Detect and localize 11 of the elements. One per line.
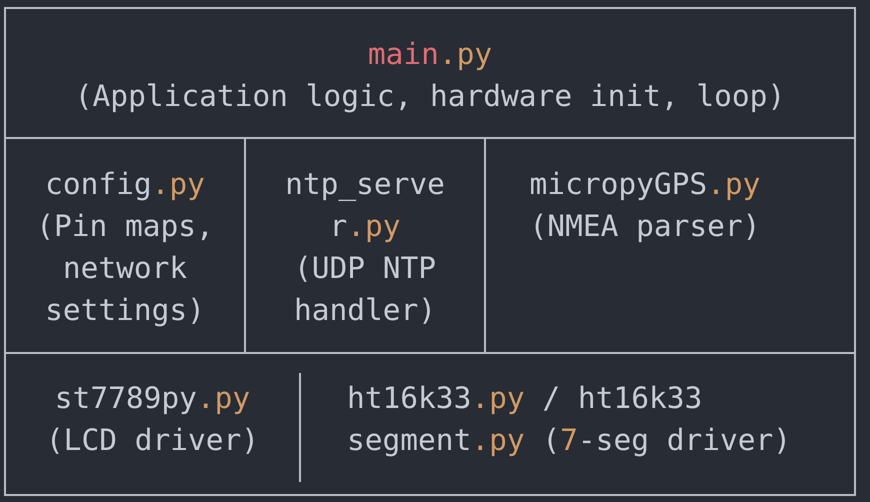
- module-description: (UDP NTP handler): [292, 250, 438, 329]
- module-description: (Application logic, hardware init, loop): [74, 78, 786, 115]
- module-description: (LCD driver): [44, 422, 260, 459]
- module-description: (Pin maps, network settings): [35, 208, 215, 329]
- file-name: st7789py.py: [54, 380, 252, 417]
- file-name: config.py: [44, 166, 206, 203]
- file-name: main.py: [366, 36, 494, 73]
- file-name: ntp_server.py: [284, 166, 446, 245]
- module-description: (NMEA parser): [528, 208, 762, 245]
- module-description: ht16k33.py / ht16k33 segment.py (7-seg driver): [347, 380, 792, 459]
- file-name: micropyGPS.py: [528, 166, 762, 203]
